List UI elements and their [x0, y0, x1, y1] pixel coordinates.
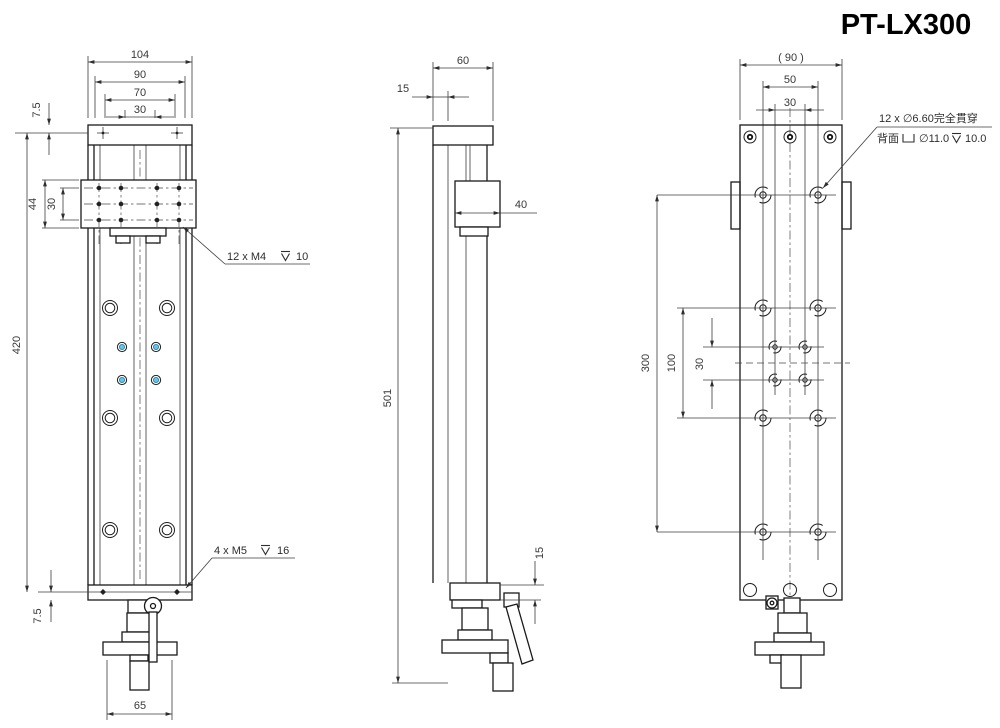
- bottom-screws: [743, 583, 837, 597]
- depth-symbol: [952, 132, 961, 144]
- cbore-line1: 12 x ∅6.60完全貫穿: [879, 111, 978, 125]
- cbore-dia: ∅11.0: [919, 133, 949, 145]
- lock-lever-side: [505, 603, 534, 665]
- carriage-thread-label: 12 x M4: [227, 251, 266, 263]
- front-knob-assembly: [102, 596, 178, 691]
- annotation-cbore-holes: 12 x ∅6.60完全貫穿 背面 ∅11.0 10.0: [822, 111, 992, 189]
- base-thread-depth: 16: [277, 545, 289, 557]
- cbore-depth: 10.0: [965, 133, 986, 145]
- depth-symbol: [281, 250, 290, 262]
- depth-symbol: [261, 544, 270, 556]
- rail-sensor-holes: [116, 341, 162, 386]
- carriage-thread-holes: [96, 185, 182, 223]
- base-thread-label: 4 x M5: [214, 545, 247, 557]
- dim-rail-length: 420: [11, 336, 23, 354]
- dim-inner-rows-30: 30: [694, 358, 706, 370]
- dim-carriage-height: 44: [27, 198, 39, 210]
- dim-hole-cols-span: 50: [784, 74, 796, 86]
- lock-lever: [148, 611, 158, 663]
- dim-overall-height: 501: [382, 389, 394, 407]
- dim-carriage-hole-rows: 30: [46, 198, 58, 210]
- base-hole-marker-left: [100, 589, 106, 595]
- dim-overall-width: 104: [131, 49, 149, 61]
- dim-overall-width-ref: ( 90 ): [778, 52, 804, 64]
- dim-base-thickness: 15: [534, 547, 546, 559]
- cbore-holes: [754, 186, 827, 541]
- back-knob-assembly: [754, 595, 825, 689]
- dim-width-90: 90: [134, 69, 146, 81]
- side-tab-left: [730, 181, 741, 230]
- top-screws: [743, 130, 837, 144]
- carriage-thread-depth: 10: [296, 251, 308, 263]
- annotation-base-threads: 4 x M5 16: [185, 544, 295, 589]
- alignment-cross-right: [171, 127, 183, 139]
- base-hole-marker-right: [174, 589, 180, 595]
- back-view: ( 90 ) 50 30 300 100 30 12 x ∅6.60完全貫穿 背…: [640, 52, 992, 689]
- side-knob-assembly: [441, 592, 534, 692]
- side-view: 60 15 40 501 15: [382, 55, 546, 692]
- alignment-cross-left: [97, 127, 109, 139]
- dim-depth: 60: [457, 55, 469, 67]
- dim-carriage-depth: 40: [515, 199, 527, 211]
- cbore-back-face: 背面: [877, 131, 899, 145]
- dim-inner-hole-cols-span: 30: [784, 97, 796, 109]
- dim-width-70: 70: [134, 87, 146, 99]
- counterbore-symbol: [902, 134, 915, 143]
- dim-top-offset: 7.5: [31, 102, 43, 117]
- rail-mount-holes: [102, 300, 175, 538]
- dim-base-width: 65: [134, 700, 146, 712]
- annotation-carriage-threads: 12 x M4 10: [182, 226, 310, 265]
- side-tab-right: [841, 181, 852, 230]
- dim-top-left-offset: 15: [397, 83, 409, 95]
- dim-hole-rows-span: 300: [640, 354, 652, 372]
- front-view: 104 90 70 30 7.5 44 30 420 7.5: [11, 49, 310, 720]
- dim-width-30: 30: [134, 104, 146, 116]
- dim-bottom-offset: 7.5: [32, 608, 44, 623]
- drawing-title: PT-LX300: [841, 9, 972, 41]
- dim-inner-rows-span: 100: [666, 354, 678, 372]
